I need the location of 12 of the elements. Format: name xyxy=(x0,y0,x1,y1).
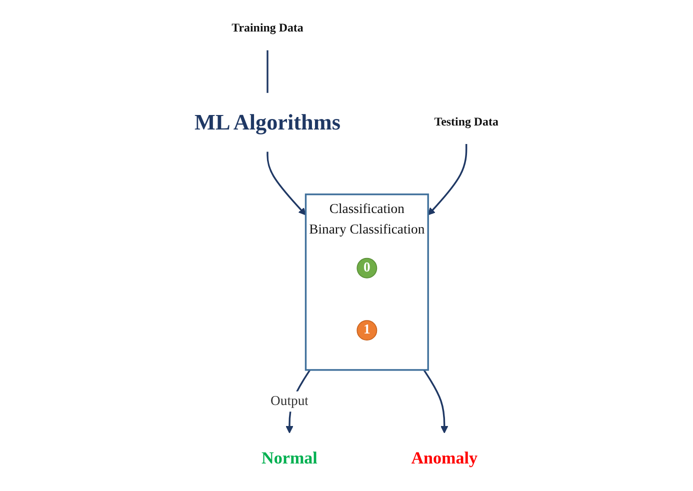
arrow xyxy=(428,144,468,216)
node-text: Anomaly xyxy=(411,449,478,468)
node-text: Testing Data xyxy=(434,116,498,129)
edge-label: Output xyxy=(270,394,308,408)
arrow xyxy=(266,152,306,216)
node-text: Normal xyxy=(262,449,318,468)
node-text: Training Data xyxy=(232,22,304,35)
connector xyxy=(266,50,268,93)
arrow xyxy=(423,370,448,434)
node-circle: 0 xyxy=(356,258,378,278)
node-circle: 1 xyxy=(356,320,378,341)
node-text: ML Algorithms xyxy=(194,110,340,135)
